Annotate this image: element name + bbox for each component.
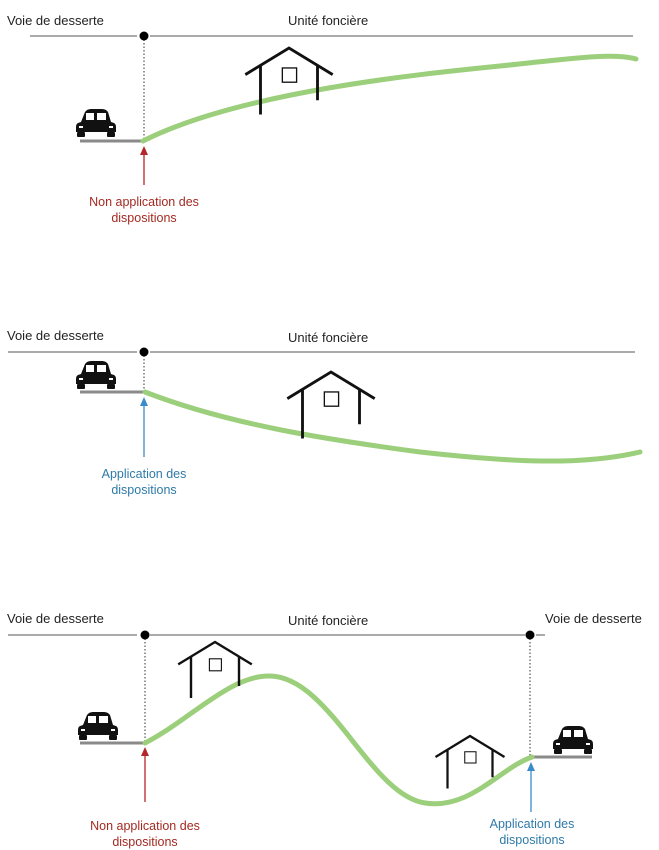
caption-line-1: Application des (489, 817, 575, 831)
parcel-label: Unité foncière (288, 613, 369, 628)
caption-line-1: Non application des (90, 819, 200, 833)
diagram-3 (8, 630, 593, 812)
blue-arrow-icon (140, 397, 148, 406)
red-arrow-icon (141, 747, 149, 756)
caption-non-application: Non application des dispositions (75, 818, 215, 850)
parcel-label: Unité foncière (288, 13, 369, 28)
boundary-dot (139, 31, 149, 41)
road-label: Voie de desserte (7, 611, 104, 626)
terrain-line (140, 53, 639, 144)
car-icon-right (553, 726, 593, 754)
diagram-1 (30, 31, 639, 185)
caption-line-1: Non application des (89, 195, 199, 209)
caption-application-right: Application des dispositions (462, 816, 602, 848)
caption-line-2: dispositions (499, 833, 565, 847)
house-icon (285, 370, 377, 440)
house-icon (176, 640, 254, 700)
parcel-label: Unité foncière (288, 330, 369, 345)
boundary-dot (140, 630, 150, 640)
car-icon (78, 712, 118, 740)
car-icon (76, 361, 116, 389)
caption-non-application: Non application des dispositions (74, 194, 214, 226)
caption-line-2: dispositions (112, 835, 178, 849)
terrain-line (142, 673, 535, 807)
caption-line-2: dispositions (111, 483, 177, 497)
boundary-dot-right (525, 630, 535, 640)
blue-arrow-icon (527, 762, 535, 771)
caption-line-1: Application des (101, 467, 187, 481)
caption-application: Application des dispositions (74, 466, 214, 498)
caption-line-2: dispositions (111, 211, 177, 225)
car-icon (76, 109, 116, 137)
boundary-dot (139, 347, 149, 357)
diagram-2 (8, 347, 643, 464)
terrain-line (142, 389, 643, 464)
red-arrow-icon (140, 146, 148, 155)
road-label: Voie de desserte (7, 13, 104, 28)
road-label: Voie de desserte (7, 328, 104, 343)
road-label-right: Voie de desserte (545, 611, 642, 626)
